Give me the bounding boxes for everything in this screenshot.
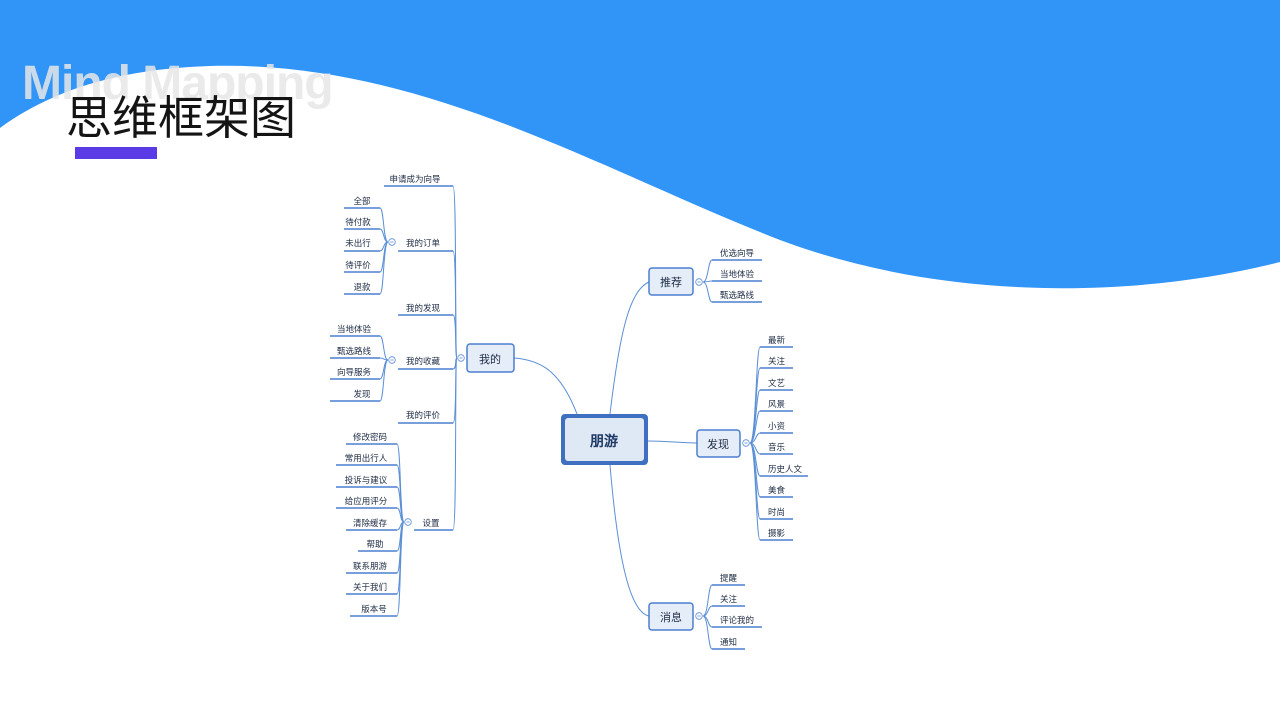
wode-children: 申请成为向导 我的订单 我的发现 我的收藏 我的评价 设置: [389, 174, 441, 529]
connector-root-xiaoxi: [609, 464, 650, 617]
node-label: 美食: [768, 485, 786, 496]
connector: [749, 432, 761, 444]
page-title: 思维框架图: [66, 91, 296, 145]
discover-children: 最新 关注 文艺 风景 小资 音乐 历史人文 美食 时尚 摄影: [768, 335, 803, 539]
branch-node-xiaoxi[interactable]: 消息: [648, 602, 694, 631]
message-children: 提醒 关注 评论我的 通知: [720, 573, 754, 648]
node-label: 我的订单: [406, 238, 441, 249]
branch-node-label: 消息: [660, 610, 682, 624]
connector: [379, 207, 389, 243]
node-label: 优选向导: [720, 248, 755, 259]
recommend-children: 优选向导 当地体验 甄选路线: [720, 248, 755, 301]
connector: [379, 335, 389, 361]
connector: [702, 605, 713, 617]
connector: [702, 281, 713, 303]
node-label: 向导服务: [337, 367, 372, 378]
connector: [396, 486, 405, 523]
connector: [702, 584, 713, 617]
root-node[interactable]: 朋游: [561, 414, 648, 465]
node-label: 关于我们: [353, 582, 387, 593]
connector: [396, 507, 405, 523]
connector: [702, 259, 713, 283]
node-label: 小资: [768, 421, 786, 432]
node-label: 帮助: [366, 539, 383, 550]
node-label: 投诉与建议: [345, 475, 388, 486]
node-label: 我的收藏: [406, 356, 441, 367]
connector: [379, 359, 389, 402]
node-label: 音乐: [768, 442, 786, 453]
node-label: 我的评价: [406, 410, 441, 421]
node-label: 通知: [720, 637, 737, 648]
connector: [749, 389, 761, 444]
node-label: 当地体验: [720, 269, 755, 280]
node-label: 常用出行人: [345, 453, 388, 464]
order-children: 全部 待付款 未出行 待评价 退款: [345, 196, 371, 293]
connector: [749, 410, 761, 444]
node-label: 甄选路线: [720, 290, 755, 301]
node-label: 摄影: [768, 528, 786, 539]
node-label: 未出行: [345, 238, 371, 249]
branch-node-label: 发现: [707, 437, 729, 451]
node-label: 我的发现: [406, 303, 441, 314]
node-label: 文艺: [768, 378, 785, 389]
root-node-label: 朋游: [589, 433, 618, 450]
connector-root-tuijian: [609, 281, 650, 415]
node-label: 申请成为向导: [389, 174, 441, 185]
branch-node-tuijian[interactable]: 推荐: [648, 267, 694, 296]
branch-node-label: 我的: [479, 352, 501, 366]
connector: [452, 314, 458, 359]
node-label: 历史人文: [768, 464, 803, 475]
favorites-children: 当地体验 甄选路线 向导服务 发现: [337, 324, 372, 400]
node-label: 待付款: [345, 217, 371, 228]
branch-node-faxian[interactable]: 发现: [696, 429, 741, 458]
branch-node-wode[interactable]: 我的: [466, 343, 515, 373]
connector: [396, 521, 405, 617]
node-label: 待评价: [345, 260, 371, 271]
node-label: 联系朋游: [353, 561, 388, 572]
node-label: 设置: [422, 518, 440, 529]
title-english-watermark: Mind Mapping: [22, 57, 334, 110]
node-label: 清除缓存: [353, 518, 388, 529]
node-label: 评论我的: [720, 615, 754, 626]
connector: [379, 241, 389, 295]
settings-children: 修改密码 常用出行人 投诉与建议 给应用评分 清除缓存 帮助 联系朋游 关于我们…: [345, 432, 388, 615]
connector-root-wode: [513, 357, 578, 415]
connector: [749, 442, 761, 541]
node-label: 修改密码: [353, 432, 387, 443]
node-label: 时尚: [768, 507, 785, 518]
node-label: 给应用评分: [345, 496, 388, 507]
node-label: 全部: [353, 196, 371, 207]
connector: [452, 357, 458, 531]
node-label: 提醒: [720, 573, 738, 584]
node-label: 当地体验: [337, 324, 372, 335]
connector: [452, 250, 458, 359]
branch-node-label: 推荐: [660, 275, 682, 289]
node-label: 版本号: [361, 604, 387, 615]
connector-lines: [330, 185, 808, 650]
node-label: 风景: [768, 400, 785, 410]
node-label: 最新: [768, 335, 786, 346]
node-label: 甄选路线: [337, 346, 372, 357]
node-label: 关注: [720, 594, 738, 605]
connector: [379, 228, 389, 243]
connector-root-faxian: [647, 440, 698, 444]
connector: [702, 615, 713, 650]
wave-shape: [0, 0, 1280, 289]
node-label: 关注: [768, 356, 786, 367]
node-label: 发现: [353, 389, 371, 400]
title-accent-bar: [75, 147, 157, 159]
node-label: 退款: [353, 282, 371, 293]
